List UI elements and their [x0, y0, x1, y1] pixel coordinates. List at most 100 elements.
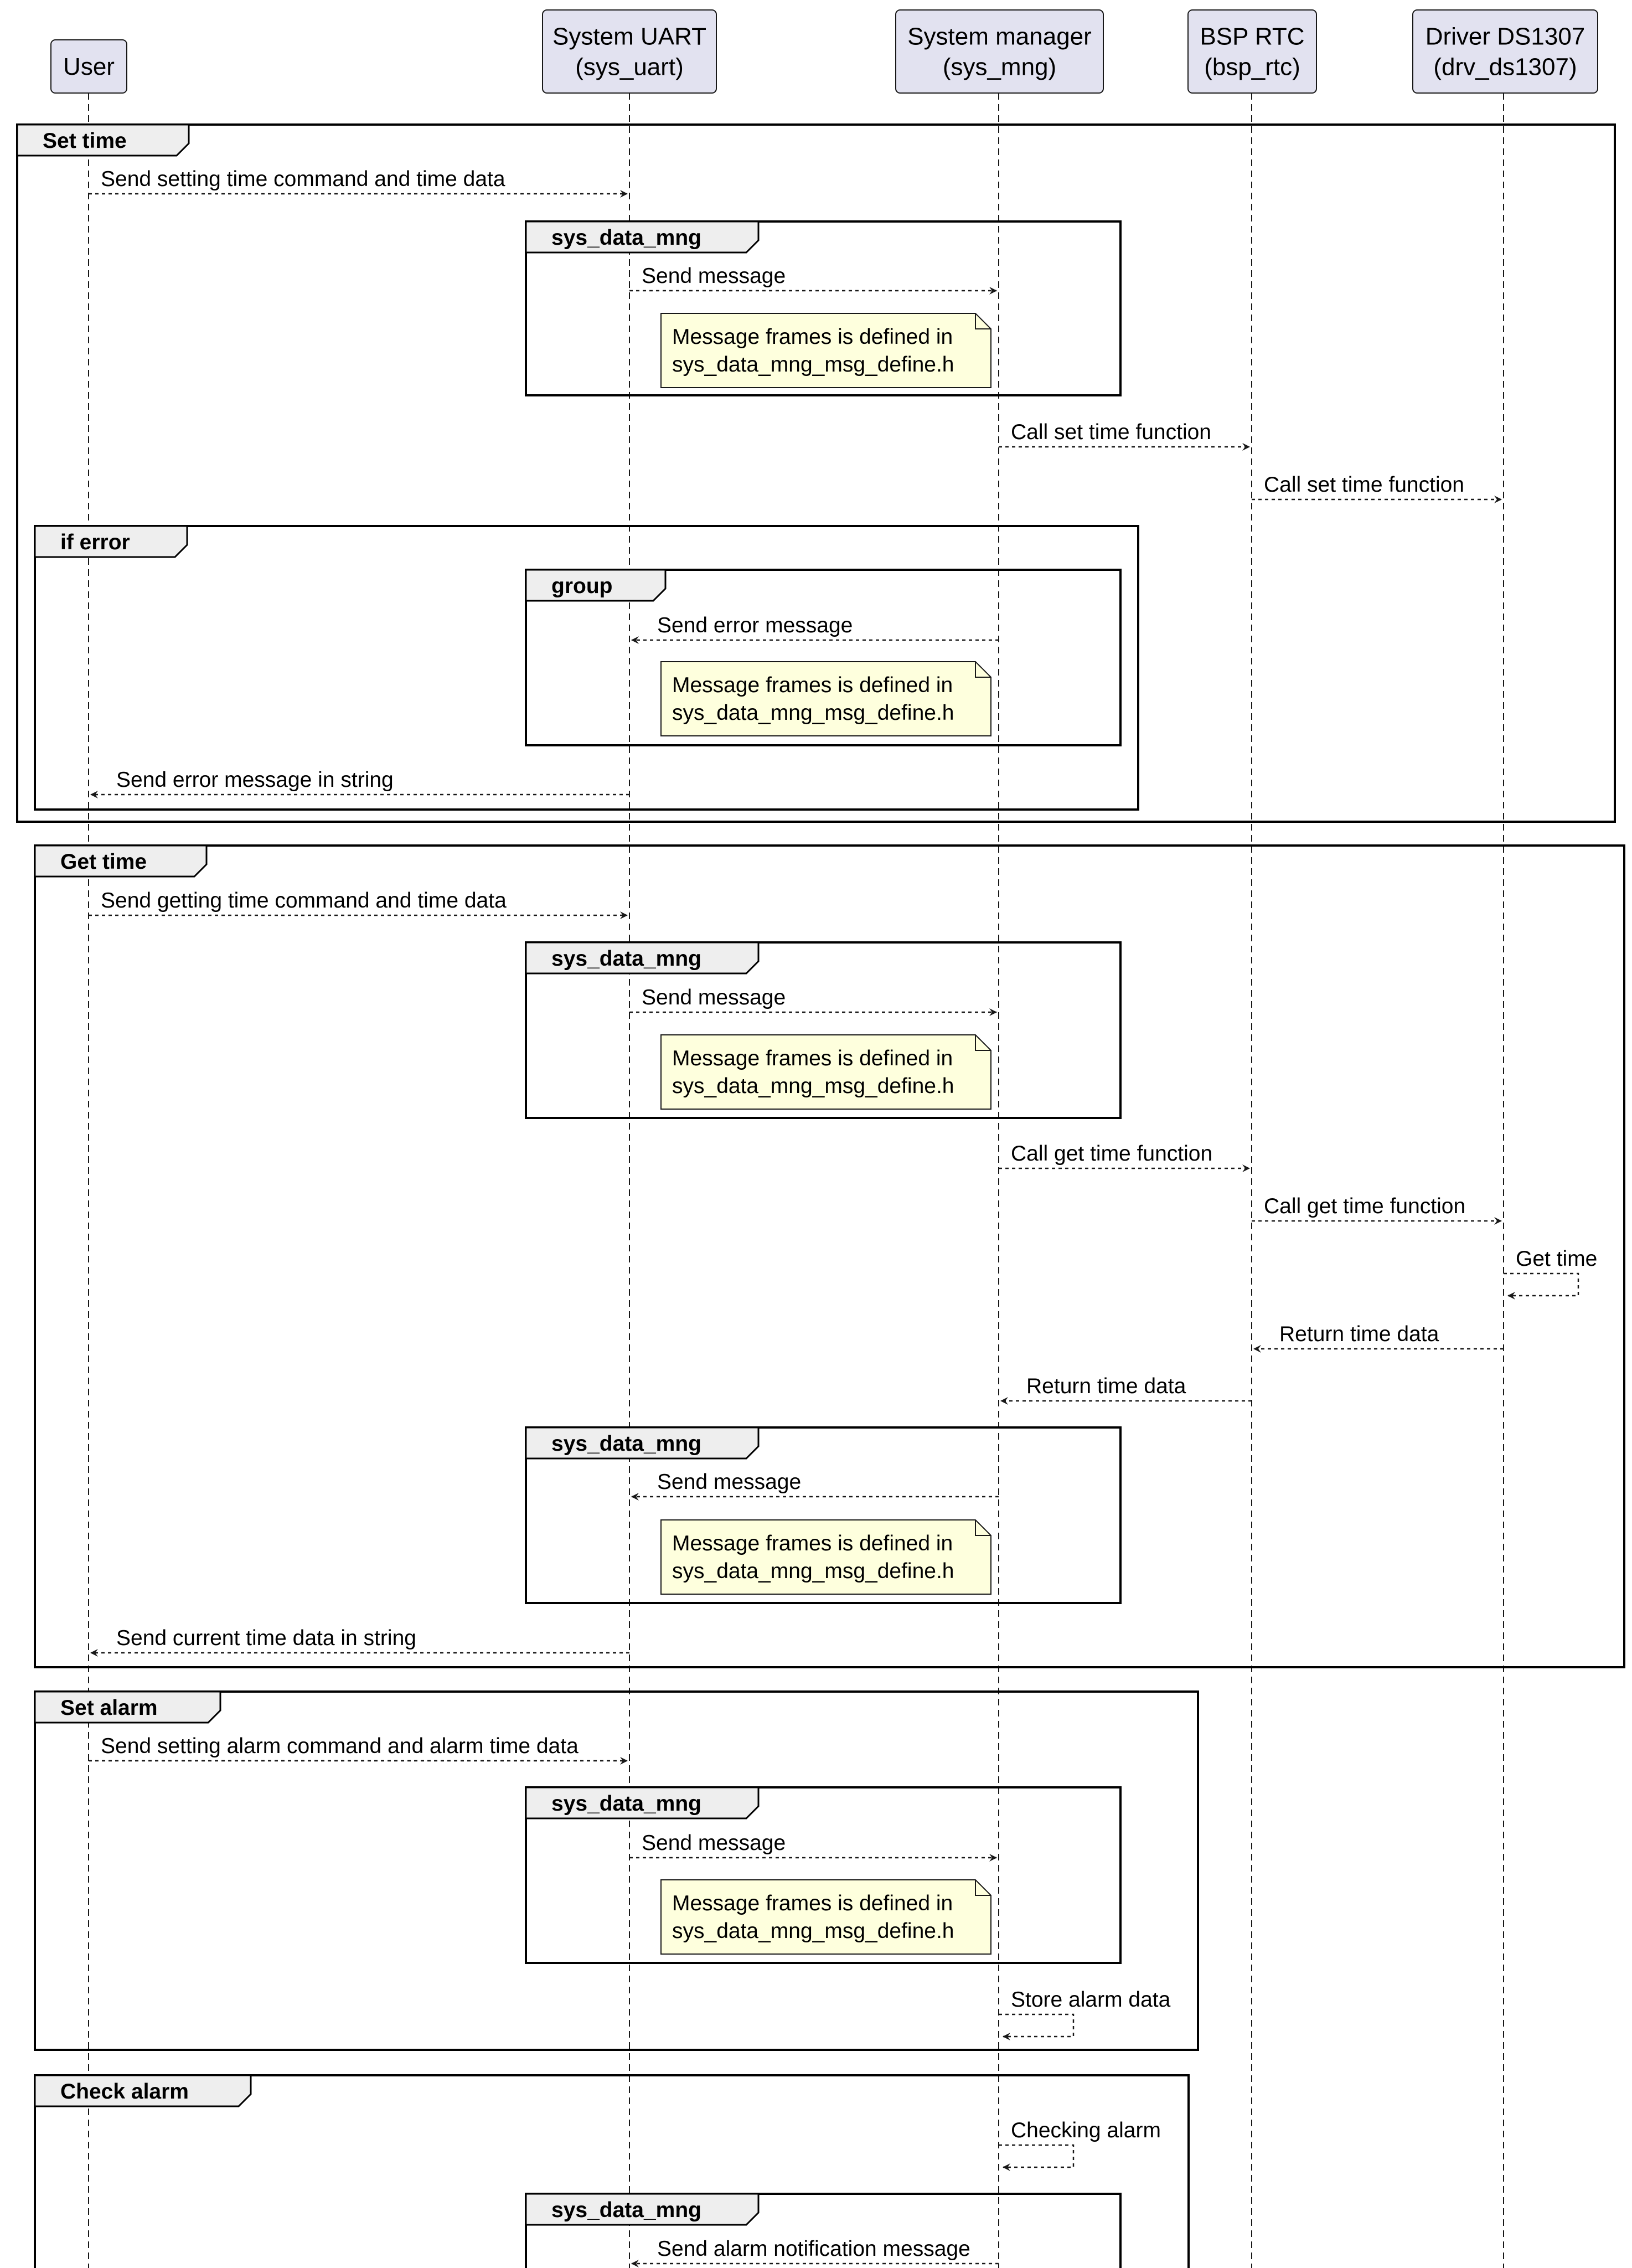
self-message-arrow: [999, 2144, 1075, 2171]
note-fold: [975, 662, 991, 678]
frame-border: [34, 2074, 1190, 2268]
frame-label: group: [551, 574, 612, 598]
participant-label: BSP RTC: [1200, 23, 1304, 50]
message: Send message: [629, 986, 997, 1016]
frame-tab: [34, 2074, 252, 2107]
message-label: Return time data: [1026, 1374, 1186, 1398]
frame-tab: [525, 220, 760, 254]
message: Send message: [629, 1831, 997, 1862]
message: Send getting time command and time data: [89, 889, 628, 919]
self-message-arrow: [999, 2013, 1075, 2040]
message-label: Send error message in string: [116, 768, 394, 792]
message-label: Send message: [642, 986, 786, 1009]
message: Send alarm notification message: [631, 2237, 999, 2267]
participant-sys_uart: System UART (sys_uart): [542, 9, 717, 94]
participant-bsp_rtc: BSP RTC (bsp_rtc): [1187, 9, 1317, 94]
frame-tab: [525, 569, 667, 602]
message: Call get time function: [999, 1142, 1250, 1172]
participant-box: [1187, 9, 1317, 94]
message: Return time data: [1000, 1374, 1252, 1405]
frame-tab: [34, 844, 208, 878]
message: Send setting alarm command and alarm tim…: [89, 1734, 628, 1765]
message: Send setting time command and time data: [89, 167, 628, 198]
frame-get-time-sys-data-mng-2: sys_data_mng: [525, 1426, 1122, 1604]
participant-label: Driver DS1307: [1426, 23, 1585, 50]
participant-label: (drv_ds1307): [1433, 54, 1577, 81]
message-label: Send message: [657, 1470, 801, 1494]
message: Send error message: [631, 614, 999, 644]
self-message-arrow: [1504, 1272, 1579, 1300]
participant-sys_mng: System manager(sys_mng): [895, 9, 1104, 94]
frame-border: [525, 1426, 1122, 1604]
note-body: [660, 313, 991, 388]
note-text: Message frames is defined in: [672, 1047, 953, 1070]
message-label: Store alarm data: [1011, 1988, 1171, 2012]
message-label: Call get time function: [1011, 1142, 1212, 1166]
frame-label: sys_data_mng: [551, 2198, 701, 2222]
note: Message frames is defined insys_data_mng…: [660, 313, 991, 388]
frame-border: [525, 2193, 1122, 2268]
message: Store alarm data: [999, 1988, 1171, 2040]
frame-set-time-sys-data-mng: sys_data_mng: [525, 220, 1122, 396]
message: Call set time function: [999, 420, 1250, 451]
participant-label: (bsp_rtc): [1204, 54, 1300, 81]
frame-border: [34, 525, 1139, 811]
frame-label: Check alarm: [60, 2080, 189, 2104]
frame-border: [525, 941, 1122, 1119]
note-text: Message frames is defined in: [672, 325, 953, 349]
participant-label: System manager: [907, 23, 1092, 50]
note-text: sys_data_mng_msg_define.h: [672, 1074, 954, 1098]
note-fold: [975, 1880, 991, 1896]
note: Message frames is defined insys_data_mng…: [660, 661, 991, 736]
participant-label: System UART: [552, 23, 706, 50]
message-label: Send setting alarm command and alarm tim…: [101, 1734, 579, 1758]
frame-label: sys_data_mng: [551, 947, 701, 971]
message-label: Send error message: [657, 614, 853, 637]
frame-label: Set time: [43, 129, 127, 153]
message-label: Return time data: [1279, 1322, 1439, 1346]
message-label: Send alarm notification message: [657, 2237, 970, 2261]
message-label: Get time: [1516, 1247, 1597, 1271]
message: Call get time function: [1252, 1194, 1502, 1225]
frame-label: if error: [60, 530, 130, 554]
message: Send message: [629, 264, 997, 295]
note: Message frames is defined in sys_data_mng…: [660, 1034, 991, 1110]
frame-border: [34, 1690, 1199, 2051]
participant-drv_ds1307: Driver DS1307 (drv_ds1307): [1412, 9, 1598, 94]
message: Return time data: [1253, 1322, 1504, 1353]
participant-box: [1412, 9, 1598, 94]
message-label: Call set time function: [1264, 473, 1464, 497]
note-text: sys_data_mng_msg_define.h: [672, 701, 954, 725]
message-label: Checking alarm: [1011, 2118, 1161, 2142]
message: Send message: [631, 1470, 999, 1501]
message-label: Send setting time command and time data: [101, 167, 505, 191]
message: Checking alarm: [999, 2118, 1161, 2171]
message: Call set time function: [1252, 473, 1502, 503]
message: Get time: [1504, 1247, 1597, 1300]
note: Message frames is defined insys_data_mng…: [660, 1519, 991, 1595]
frame-check-alarm-sys-data-mng: sys_data_mng: [525, 2193, 1122, 2268]
note-text: Message frames is defined in: [672, 1891, 953, 1915]
note-text: sys_data_mng_msg_define.h: [672, 1559, 954, 1583]
participant-box: [542, 9, 717, 94]
note-fold: [975, 1035, 991, 1051]
participant-user: User: [50, 39, 127, 94]
frame-tab: [34, 525, 188, 558]
message: Send current time data in string: [90, 1626, 629, 1657]
frame-border: [34, 844, 1625, 1668]
frame-tab: [34, 1690, 221, 1724]
note-text: sys_data_mng_msg_define.h: [672, 1919, 954, 1943]
message-label: Send current time data in string: [116, 1626, 416, 1650]
frame-tab: [525, 2193, 760, 2226]
frame-if-error: if error: [34, 525, 1139, 811]
note-body: [660, 661, 991, 736]
message-label: Send message: [642, 1831, 786, 1855]
frame-if-error-group: group: [525, 569, 1122, 746]
participant-label: (sys_uart): [575, 54, 684, 81]
frame-label: Set alarm: [60, 1696, 158, 1720]
frame-get-time: Get time: [34, 844, 1625, 1668]
participant-label: User: [63, 53, 115, 80]
frame-set-alarm: Set alarm: [34, 1690, 1199, 2051]
note-body: [660, 1034, 991, 1110]
